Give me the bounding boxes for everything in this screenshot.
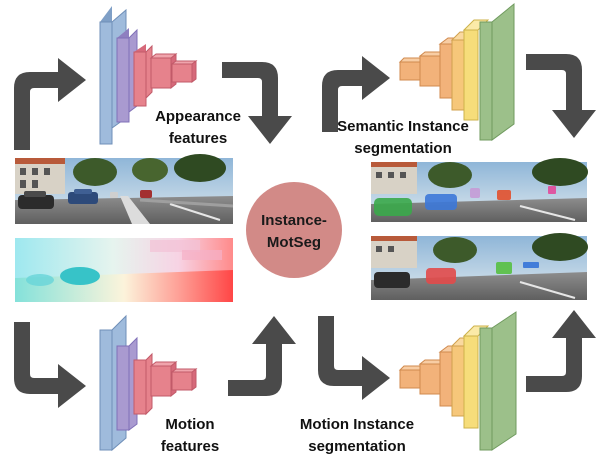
- semantic-decoder: [398, 2, 515, 141]
- motion-instance-label-line2: segmentation: [308, 438, 406, 455]
- arrow-center-to-semantic: [322, 56, 390, 132]
- center-node-line1: Instance-: [261, 212, 327, 229]
- semantic-label-line1: Semantic Instance: [337, 118, 469, 135]
- motion-output-image: [371, 233, 588, 300]
- semantic-instance-label: Semantic Instance segmentation: [318, 116, 488, 160]
- appearance-label-line1: Appearance: [155, 108, 241, 125]
- arrow-center-to-motion-instance: [318, 316, 390, 400]
- input-rgb-image: [15, 154, 234, 224]
- motion-label-line1: Motion: [165, 416, 215, 433]
- arrow-semantic-to-output: [526, 54, 596, 138]
- motion-features-label: Motion features: [140, 414, 240, 458]
- motion-instance-label: Motion Instance segmentation: [282, 414, 432, 458]
- motion-instance-decoder: [398, 311, 517, 451]
- arrow-appearance-to-center: [222, 62, 292, 144]
- motion-encoder: [99, 314, 198, 452]
- instance-motseg-node: Instance- MotSeg: [246, 182, 342, 278]
- arrow-input-to-appearance: [14, 58, 86, 150]
- center-node-line2: MotSeg: [267, 234, 321, 251]
- motion-label-line2: features: [160, 438, 220, 455]
- appearance-encoder: [99, 6, 198, 145]
- appearance-features-label: Appearance features: [148, 106, 248, 150]
- input-flow-image: [15, 238, 233, 302]
- semantic-label-line2: segmentation: [354, 140, 452, 157]
- appearance-label-line2: features: [168, 130, 228, 147]
- arrow-flow-to-motion: [14, 322, 86, 408]
- arrow-motion-to-center: [228, 316, 296, 396]
- semantic-output-image: [371, 158, 588, 222]
- motion-instance-label-line1: Motion Instance: [299, 416, 415, 433]
- arrow-motion-instance-to-output: [526, 310, 596, 392]
